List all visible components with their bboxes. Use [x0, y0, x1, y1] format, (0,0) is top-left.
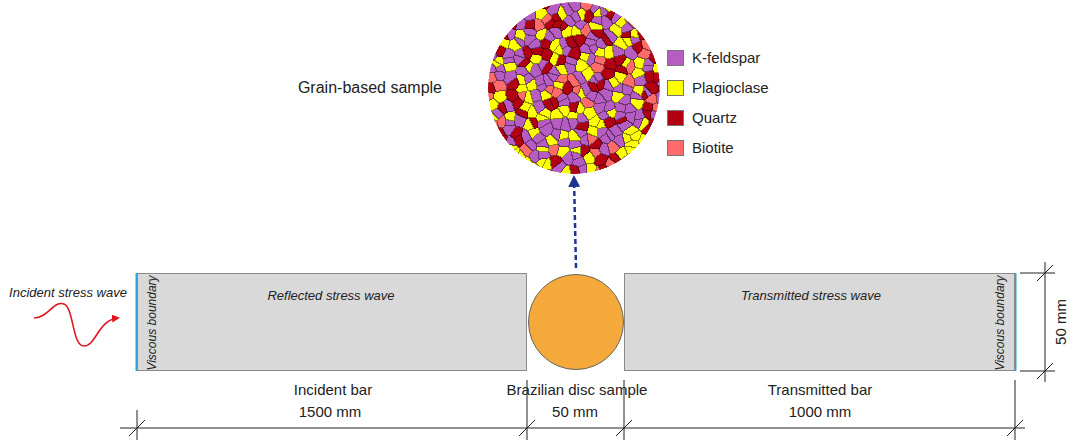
legend-swatch	[667, 80, 684, 96]
legend-swatch	[667, 140, 684, 156]
legend-text: Quartz	[692, 109, 737, 126]
legend-text: K-feldspar	[692, 49, 760, 66]
legend-text: Plagioclase	[692, 79, 769, 96]
boundary-label: Viscous boundary	[146, 275, 160, 370]
dimension-label: 50 mm	[1052, 299, 1069, 345]
wave-label: Transmitted stress wave	[741, 289, 881, 304]
height-dimension	[1020, 262, 1055, 382]
part-name: Transmitted bar	[768, 381, 872, 398]
grain-sample: Grain-based sample	[488, 2, 660, 174]
sample-title: Grain-based sample	[298, 79, 442, 97]
legend-swatch	[667, 50, 684, 66]
wave-label: Reflected stress wave	[267, 289, 394, 304]
part-name: Brazilian disc sample	[507, 381, 648, 398]
transmitted-bar: Transmitted stress waveViscous boundaryT…	[624, 273, 1015, 371]
dimension-label: 1500 mm	[299, 403, 362, 420]
grain-texture	[488, 2, 660, 174]
part-name: Incident bar	[294, 381, 372, 398]
legend-swatch	[667, 110, 684, 126]
wave-label: Incident stress wave	[9, 286, 127, 301]
boundary-label: Viscous boundary	[994, 275, 1008, 370]
incident-wave	[34, 303, 118, 346]
dimension-label: 1000 mm	[789, 403, 852, 420]
legend-text: Biotite	[692, 139, 734, 156]
zoom-arrow	[574, 178, 576, 268]
incident-bar: Viscous boundaryReflected stress waveInc…	[137, 273, 527, 371]
dimension-label: 50 mm	[552, 403, 598, 420]
length-dimension	[120, 380, 1025, 440]
disc-sample: Brazilian disc sample	[528, 274, 624, 370]
